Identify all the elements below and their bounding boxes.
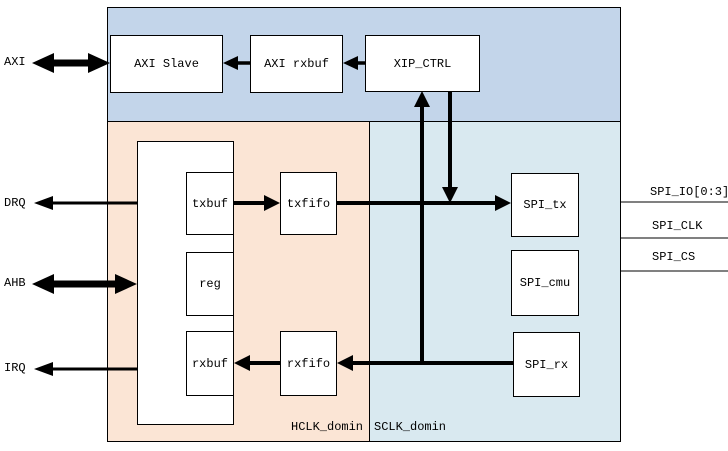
block-axi-rxbuf: AXI rxbuf	[250, 35, 343, 93]
block-txfifo: txfifo	[280, 172, 337, 235]
block-spi-tx: SPI_tx	[511, 173, 579, 237]
block-xip-ctrl: XIP_CTRL	[365, 35, 480, 92]
arrow-axi-bidirectional	[32, 53, 110, 73]
port-label-drq: DRQ	[4, 196, 26, 210]
block-rxbuf: rxbuf	[186, 331, 234, 396]
region-label-sclk-domin: SCLK_domin	[374, 420, 447, 434]
block-axi-slave: AXI Slave	[110, 35, 223, 93]
region-sclk-domain	[369, 121, 621, 442]
port-label-irq: IRQ	[4, 361, 26, 375]
block-rxfifo: rxfifo	[280, 331, 337, 396]
port-label-spi-cs: SPI_CS	[652, 250, 696, 264]
block-txbuf: txbuf	[186, 172, 234, 235]
port-label-ahb: AHB	[4, 276, 26, 290]
block-reg: reg	[186, 252, 234, 316]
block-spi-cmu: SPI_cmu	[511, 250, 579, 316]
port-label-axi: AXI	[4, 55, 26, 69]
block-spi-rx: SPI_rx	[513, 332, 580, 397]
region-label-hclk-domin: HCLK_domin	[291, 420, 364, 434]
port-label-spi-clk: SPI_CLK	[652, 219, 703, 233]
port-label-spi-io: SPI_IO[0:3]	[650, 185, 728, 199]
